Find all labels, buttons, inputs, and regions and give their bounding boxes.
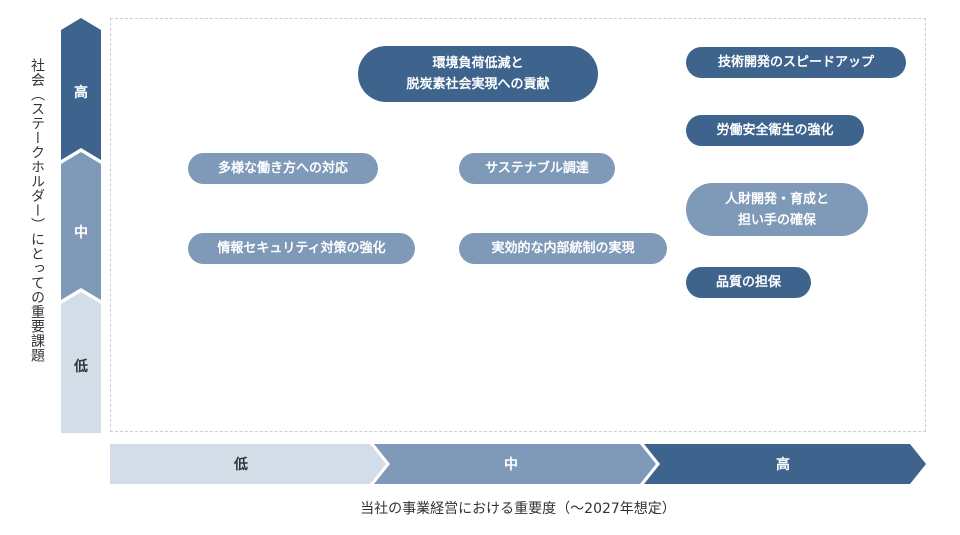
materiality-item-tech-development: 技術開発のスピードアップ [686,47,906,78]
materiality-item-internal-control: 実効的な内部統制の実現 [459,233,667,264]
materiality-item-safety-health: 労働安全衛生の強化 [686,115,864,146]
y-axis-segment-low [61,292,101,433]
materiality-item-info-security: 情報セキュリティ対策の強化 [188,233,415,264]
x-axis-label-high: 高 [776,457,790,473]
y-axis-segment-mid [61,152,101,300]
plot-area [110,18,926,432]
y-axis-label-high: 高 [74,85,88,101]
x-axis-segment-mid [374,444,656,484]
materiality-item-sustainable-procurement: サステナブル調達 [459,153,615,184]
x-axis-segment-low [110,444,386,484]
y-axis-label-low: 低 [74,359,88,375]
x-axis-title: 当社の事業経営における重要度（～2027年想定） [360,501,676,517]
materiality-item-environment: 環境負荷低減と 脱炭素社会実現への貢献 [358,46,598,102]
y-axis-title: 社会（ステークホルダー）にとっての重要課題 [29,58,45,363]
materiality-item-work-styles: 多様な働き方への対応 [188,153,378,184]
x-axis-label-low: 低 [234,457,248,473]
materiality-item-talent: 人財開発・育成と 担い手の確保 [686,183,868,236]
y-axis-label-mid: 中 [74,225,88,241]
x-axis-segment-high [644,444,926,484]
x-axis-label-mid: 中 [504,457,518,473]
materiality-item-quality: 品質の担保 [686,267,811,298]
y-axis-segment-high [61,18,101,160]
